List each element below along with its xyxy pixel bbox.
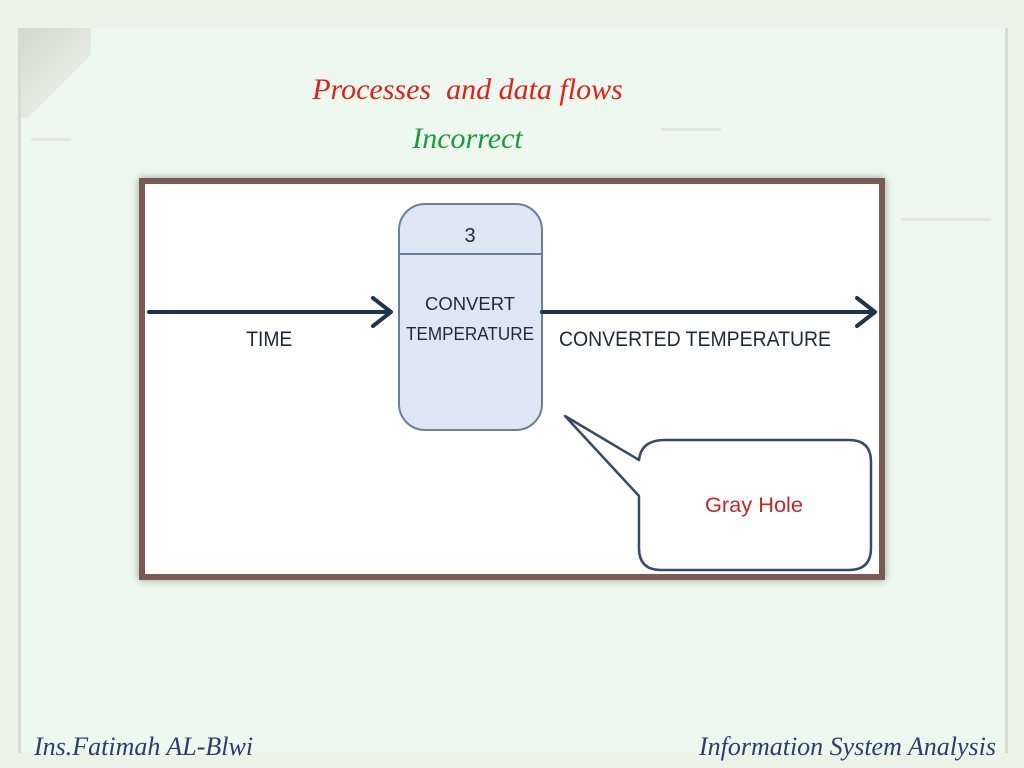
process-label-line2: TEMPERATURE [406,324,534,344]
diagram-frame: TIME 3 CONVERT TEMPERATURE CONVERTED TEM… [139,178,885,580]
input-arrowhead [371,296,393,328]
input-flow-label: TIME [246,328,292,351]
output-flow-label: CONVERTED TEMPERATURE [559,328,831,351]
callout-bubble [563,414,873,572]
background-decoration [901,218,991,221]
background-decoration [31,138,71,141]
slide-title: Processes and data flows [312,73,623,106]
process-label-line1: CONVERT [425,294,515,314]
dfd-diagram: TIME 3 CONVERT TEMPERATURE CONVERTED TEM… [147,203,877,572]
process-box [398,203,543,431]
slide-subtitle: Incorrect [412,122,523,155]
diagram-canvas: TIME 3 CONVERT TEMPERATURE CONVERTED TEM… [145,184,879,574]
footer-course: Information System Analysis [698,732,996,761]
background-decoration [661,128,721,131]
callout-text: Gray Hole [705,494,803,517]
corner-decoration [21,28,91,118]
process-id: 3 [464,225,475,247]
output-arrowhead [855,296,877,328]
footer-author: Ins.Fatimah AL-Blwi [34,732,254,761]
